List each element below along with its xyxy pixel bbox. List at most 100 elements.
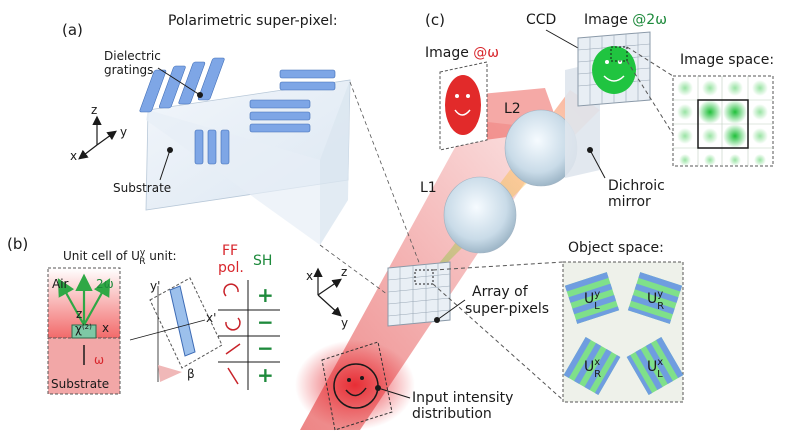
object-space-label: Object space: [568, 240, 664, 256]
array-leader [436, 299, 466, 321]
gratings-label-line2: gratings [104, 63, 153, 77]
input-leader [377, 387, 411, 399]
chi2-label: χ(2) [75, 322, 92, 336]
grating-bar [220, 129, 230, 165]
object-cell-4 [626, 336, 684, 396]
sh-sign-4: + [257, 363, 274, 387]
gratings-leader-dot [197, 92, 203, 98]
panel-a: (a) Polarimetric super-pixel: Dielectric… [62, 13, 421, 301]
image-space-super-pixel [697, 99, 749, 149]
axis-z-b: z [76, 307, 82, 321]
l2-label: L2 [504, 101, 521, 117]
l1-label: L1 [420, 180, 437, 196]
grating-bar [194, 129, 204, 165]
input-label-line1: Input intensity [412, 390, 513, 406]
zoom-line [319, 244, 396, 301]
sh-label: SH [253, 253, 272, 269]
face-eye [466, 94, 470, 98]
image-2omega-face [592, 46, 636, 94]
substrate-leader-dot [167, 147, 173, 153]
air-label: Air [52, 277, 69, 291]
grating-bar [279, 81, 336, 91]
lens-l1 [443, 176, 517, 254]
object-cell-1 [564, 272, 620, 324]
ccd-zoom-box [610, 46, 628, 62]
axis-x-prime-line [129, 319, 206, 341]
image-space-spots [677, 80, 768, 166]
axis-y-prime: y' [150, 279, 160, 293]
sh-sign-1: + [257, 283, 274, 307]
array-label-line1: Array of [472, 284, 529, 300]
panel-label-b: (b) [7, 235, 28, 253]
sh-sign-2: − [257, 310, 274, 334]
input-intensity-glow [295, 340, 415, 430]
gratings-leader [157, 67, 201, 96]
rotated-cell-outline [149, 277, 223, 369]
circular-pol-ccw-icon [223, 283, 239, 297]
object-cell-3 [563, 336, 621, 396]
image-omega-label: Image @ω [425, 45, 499, 61]
image-2omega-label: Image @2ω [584, 12, 667, 28]
beta-label: β [187, 367, 195, 381]
input-frame [321, 341, 393, 431]
sh-sign-3: − [257, 336, 274, 360]
substrate-front-face [146, 110, 320, 245]
dichroic-label-line1: Dichroic [608, 178, 665, 194]
rotated-grating-bar [169, 285, 196, 357]
axis-y-c: y [341, 316, 348, 330]
grating-bar [178, 61, 206, 105]
ff-label-line1: FF [222, 243, 238, 259]
axis-z-c: z [341, 265, 347, 279]
zoom-line [432, 261, 564, 271]
axis-z-a: z [91, 103, 97, 117]
ccd-label: CCD [526, 12, 556, 28]
array-grid [387, 263, 451, 325]
grating-bar [197, 57, 225, 101]
panel-label-a: (a) [62, 21, 83, 39]
substrate-label-b: Substrate [51, 377, 109, 391]
face-smile [454, 109, 471, 116]
input-label-line2: distribution [412, 406, 492, 422]
face-eye [455, 94, 459, 98]
zoom-line [349, 81, 421, 266]
super-pixel-array [387, 261, 451, 327]
array-leader-dot [434, 317, 440, 323]
substrate-side-face [320, 80, 350, 245]
super-pixel-title: Polarimetric super-pixel: [168, 13, 338, 29]
face-smile [603, 75, 625, 82]
axes-a [78, 115, 117, 160]
axis-x-a: x [70, 149, 77, 163]
image-space-label: Image space: [680, 52, 774, 68]
grating-bar [249, 123, 311, 133]
panel-label-c: (c) [425, 11, 445, 29]
face-eye [605, 60, 609, 64]
substrate-label: Substrate [113, 181, 171, 195]
grating-bar [207, 129, 217, 165]
panel-c: (c) Image @ω L2 L1 Dichroic mirror CCD I… [306, 11, 774, 431]
gratings-label-line1: Dielectric [104, 49, 161, 63]
ccd-leader [545, 29, 579, 49]
face-eye [360, 376, 364, 380]
sh-emission-arrows [57, 273, 111, 326]
object-cell-2 [627, 272, 683, 324]
grating-bar [249, 111, 311, 121]
face-smile [345, 387, 367, 397]
face-eye [347, 378, 351, 382]
zoom-line [626, 46, 674, 77]
dichroic-leader [589, 149, 606, 179]
array-label-line2: super-pixels [465, 301, 549, 317]
axis-y-a: y [120, 125, 127, 139]
circular-pol-cw-icon [225, 317, 241, 331]
dielectric-gratings [139, 57, 336, 165]
axis-x-b: x [102, 321, 109, 335]
axes-c [313, 267, 342, 317]
grating-bar [279, 69, 336, 79]
omega-label: ω [94, 353, 104, 367]
